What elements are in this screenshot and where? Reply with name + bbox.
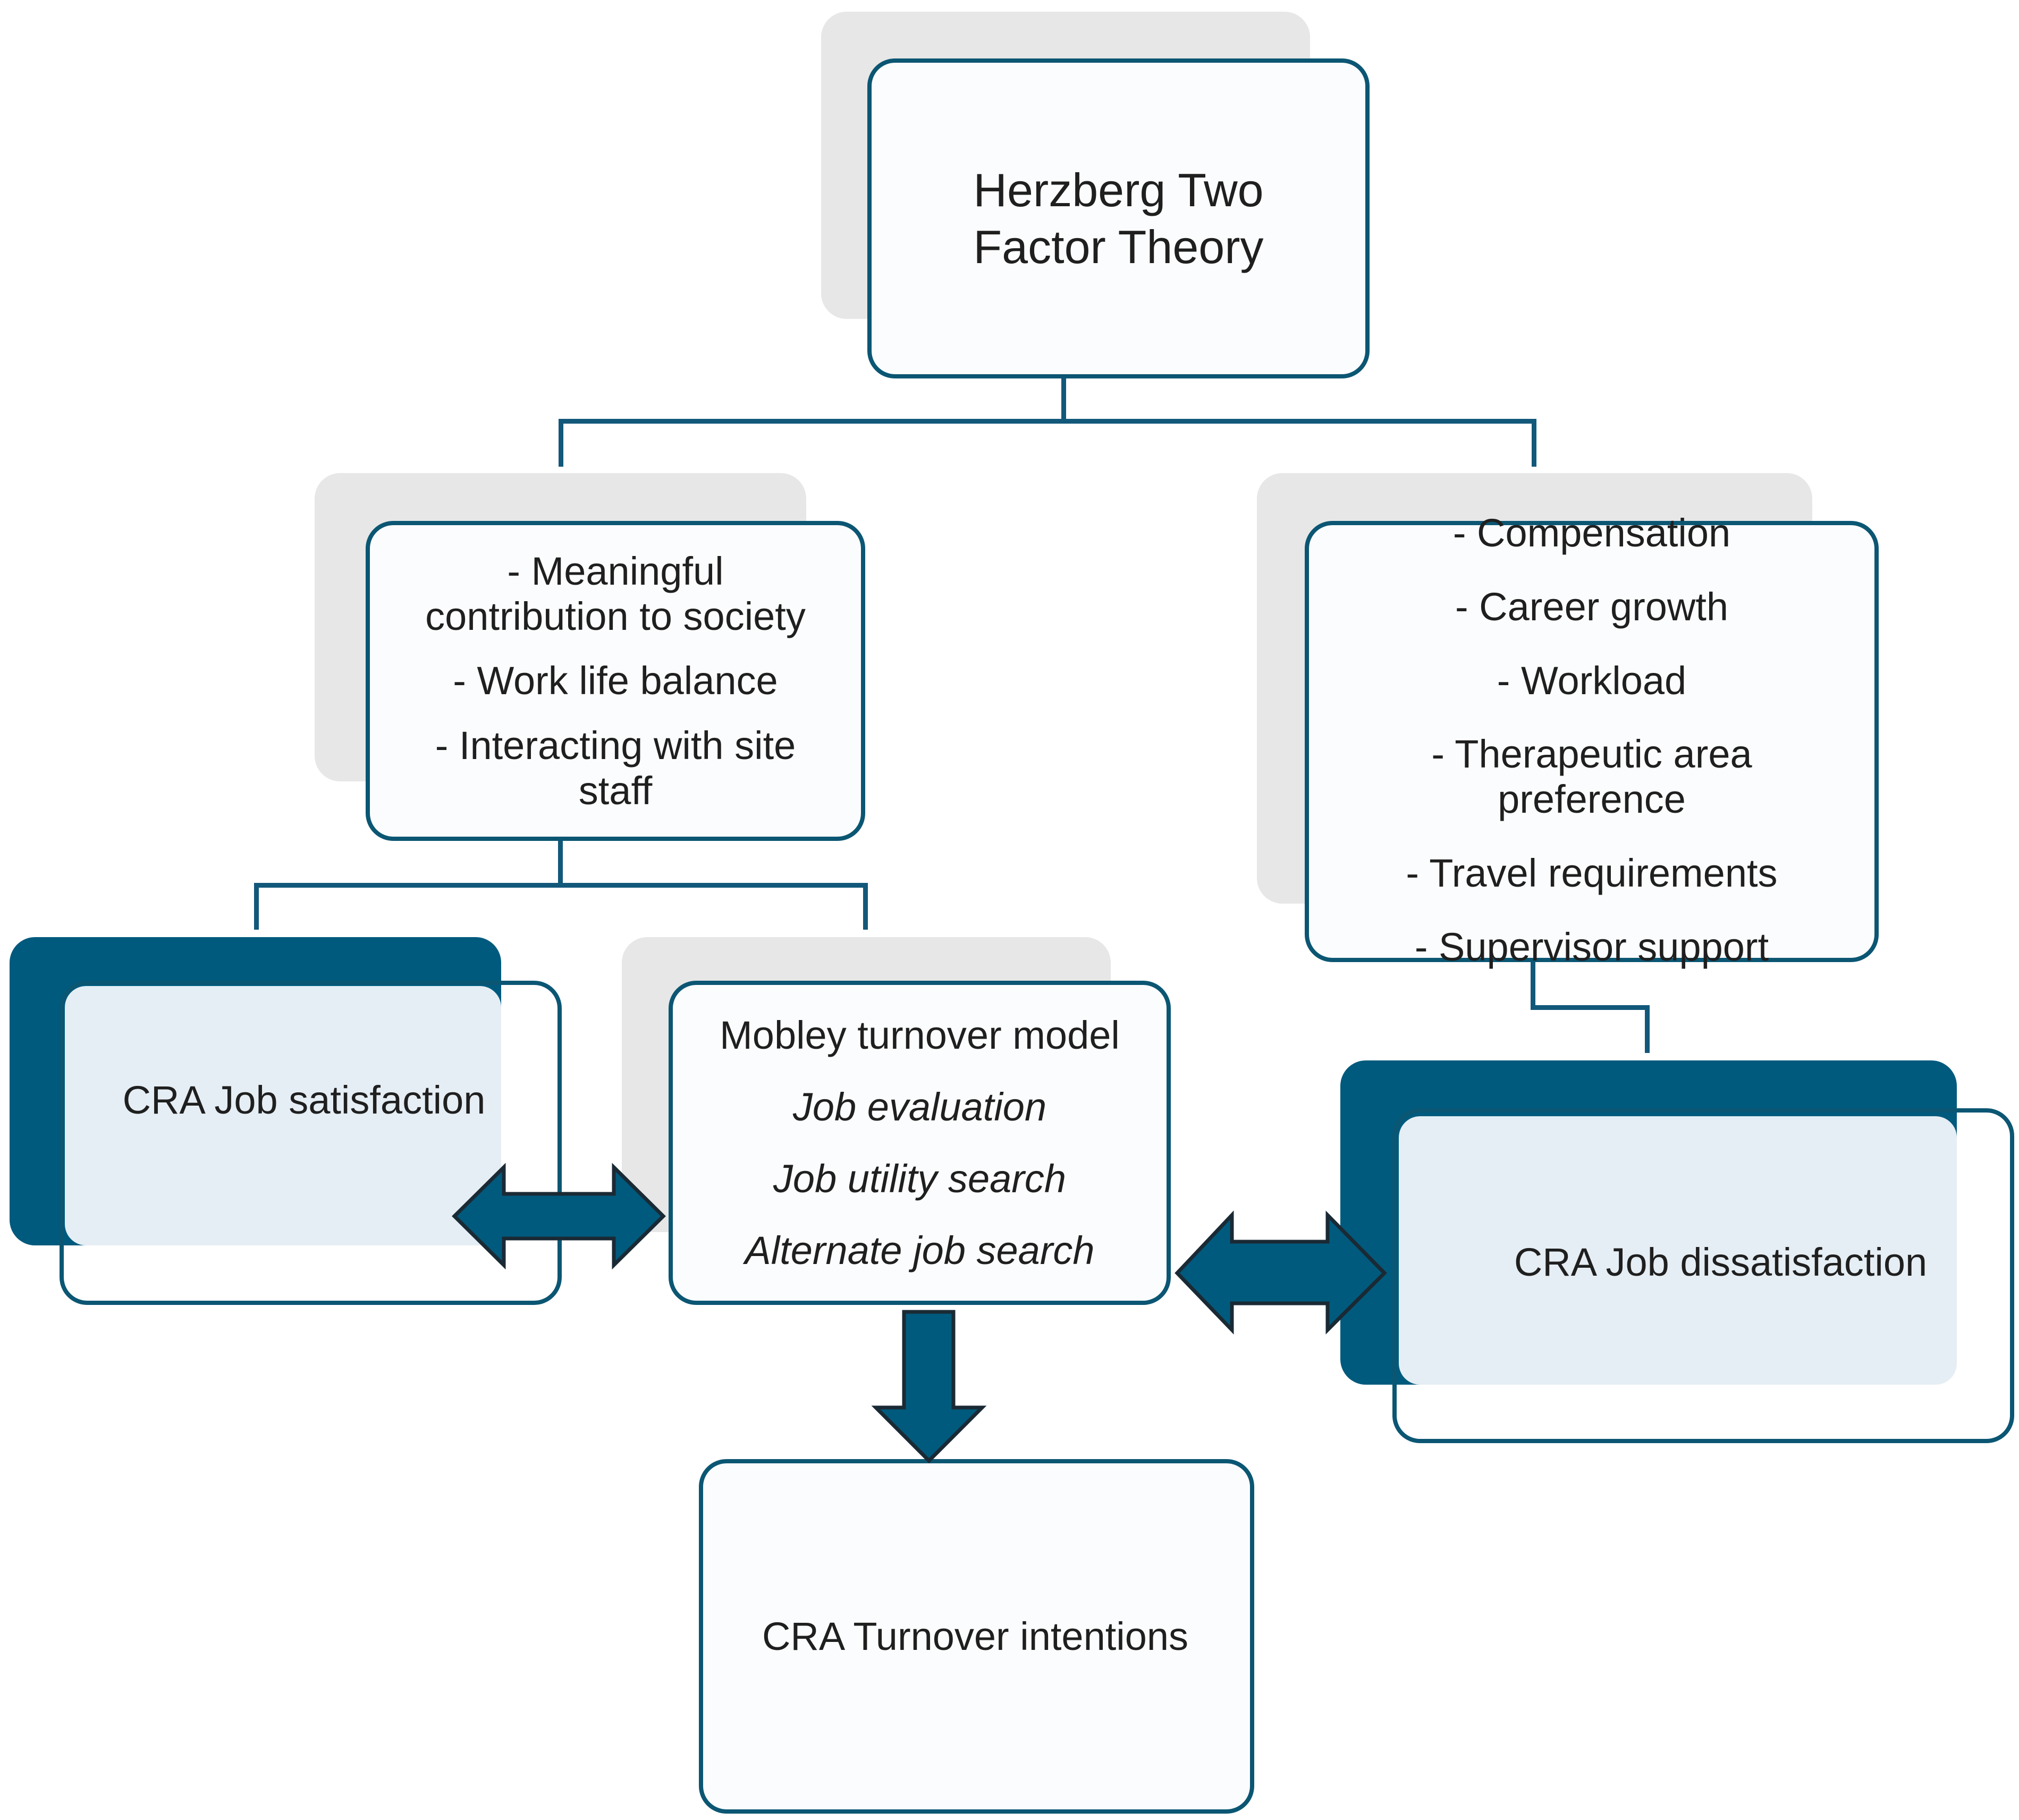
satisfaction-box: CRA Job satisfaction — [60, 981, 562, 1305]
theory-line-1: Herzberg Two — [973, 163, 1264, 216]
connector-motivators-stem — [558, 841, 563, 888]
motivator-item: - Work life balance — [453, 658, 778, 703]
connector-theory-stem — [1061, 378, 1066, 424]
satisfaction-light-fill — [65, 986, 501, 1245]
connector-dissatisfaction-drop — [1645, 1005, 1650, 1053]
connector-right-drop — [1532, 419, 1536, 467]
motivator-item-line: - Meaningful — [507, 549, 724, 594]
mobley-step: Job utility search — [773, 1157, 1067, 1201]
hygiene-item: - Workload — [1497, 658, 1687, 703]
connector-left-drop — [559, 419, 563, 467]
connector-mobley-drop — [863, 883, 868, 930]
motivators-box: - Meaningful contribution to society - W… — [366, 521, 865, 841]
theory-box: Herzberg Two Factor Theory — [867, 58, 1370, 378]
hygiene-item: - Career growth — [1455, 584, 1729, 629]
hygiene-item-line: - Therapeutic area — [1431, 732, 1752, 777]
mobley-step: Alternate job search — [745, 1228, 1095, 1273]
hygiene-item: - Supervisor support — [1414, 924, 1769, 969]
hygiene-box: - Compensation - Career growth - Workloa… — [1305, 511, 1879, 969]
double-arrow-right — [1175, 1210, 1387, 1335]
satisfaction-label: CRA Job satisfaction — [122, 1078, 486, 1123]
motivator-item-line: - Work life balance — [453, 659, 778, 703]
connector-hygiene-bar — [1531, 1005, 1650, 1010]
dissatisfaction-box: CRA Job dissatisfaction — [1392, 1108, 2014, 1443]
dissatisfaction-label: CRA Job dissatisfaction — [1514, 1240, 1928, 1285]
motivator-item-line: staff — [578, 768, 653, 813]
motivator-item-line: contribution to society — [425, 594, 806, 639]
connector-hygiene-stem — [1531, 962, 1535, 1010]
mobley-box: Mobley turnover model Job evaluation Job… — [669, 981, 1171, 1305]
theory-line-2: Factor Theory — [973, 221, 1264, 273]
hygiene-item: - Therapeutic area preference — [1431, 731, 1752, 822]
turnover-label: CRA Turnover intentions — [762, 1614, 1189, 1658]
hygiene-item: - Travel requirements — [1406, 851, 1778, 896]
motivator-item-line: - Interacting with site — [435, 723, 796, 768]
hygiene-item-line: preference — [1498, 777, 1686, 822]
connector-top-bar — [559, 419, 1536, 424]
motivator-item: - Meaningful contribution to society — [425, 549, 806, 639]
turnover-box: CRA Turnover intentions — [699, 1459, 1254, 1814]
connector-satisfaction-drop — [254, 883, 259, 930]
mobley-title: Mobley turnover model — [720, 1013, 1120, 1057]
mobley-step: Job evaluation — [792, 1084, 1047, 1129]
dissatisfaction-light-fill — [1399, 1116, 1957, 1385]
double-arrow-left — [452, 1162, 666, 1270]
hygiene-item: - Compensation — [1452, 511, 1731, 555]
connector-motivators-bar — [254, 883, 868, 888]
down-arrow — [871, 1310, 987, 1463]
motivator-item: - Interacting with site staff — [435, 723, 796, 813]
